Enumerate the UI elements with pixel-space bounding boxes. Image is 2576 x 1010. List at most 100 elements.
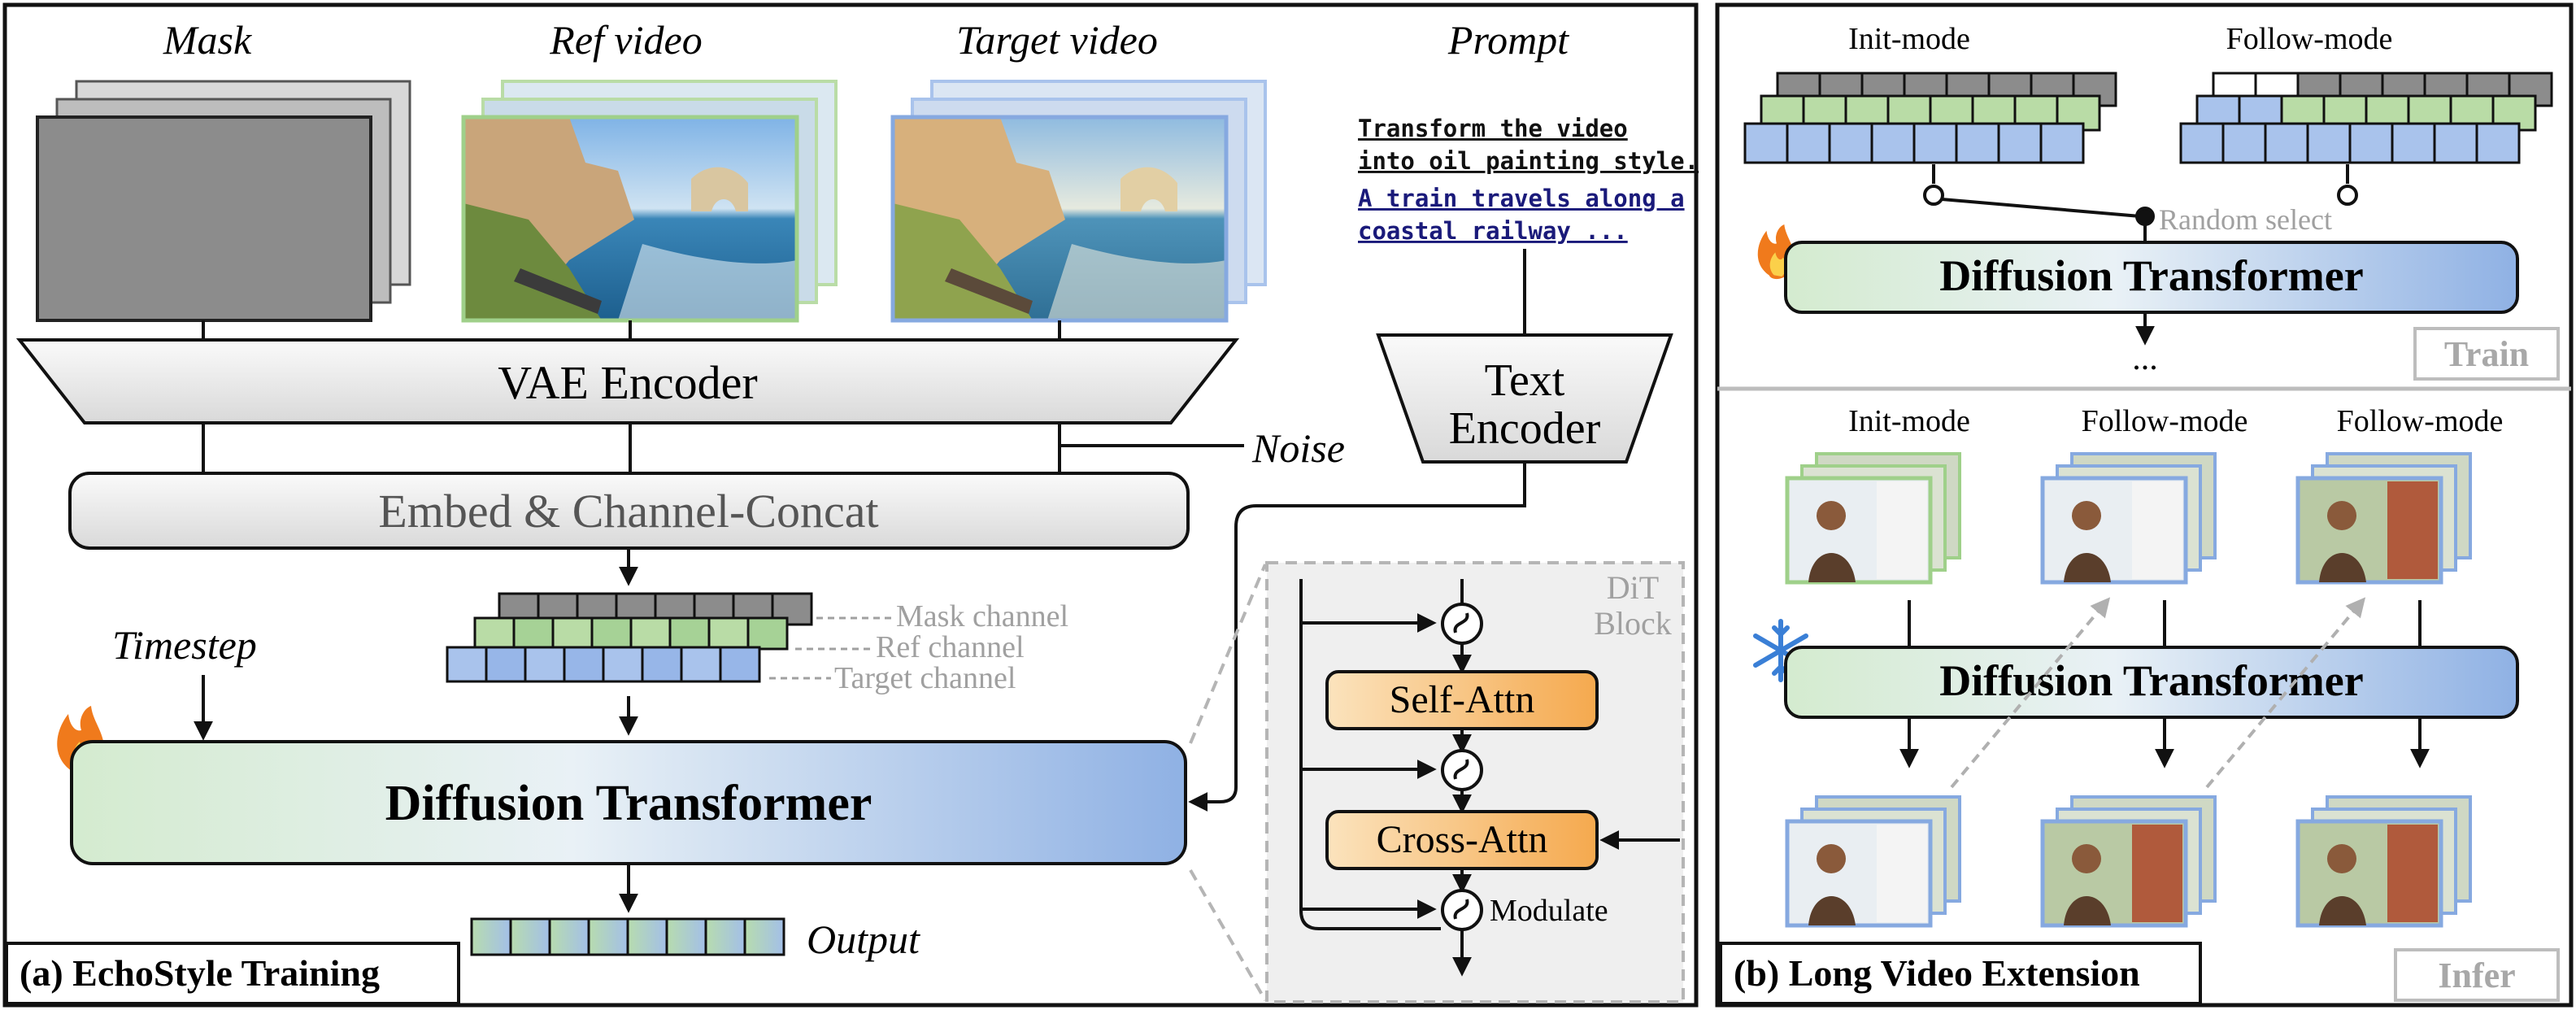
infer-input-frames-2-figure-body <box>2064 553 2111 582</box>
random-select-switch <box>1923 164 2358 241</box>
mask-label: Mask <box>163 17 252 63</box>
target-video-label: Target video <box>956 17 1158 63</box>
train-tag-box <box>2413 327 2560 381</box>
train-ellipsis: ... <box>2132 340 2158 377</box>
infer-output-frames-3-figure-head <box>2327 844 2356 873</box>
infer-input-frames-3-background <box>2387 481 2438 579</box>
infer-input-frames-3-figure-head <box>2327 501 2356 530</box>
ref-video-label: Ref video <box>549 17 702 63</box>
vae-to-embed-connectors <box>202 423 1244 473</box>
ref-video-image <box>463 117 797 320</box>
infer-input-frames-3 <box>2295 452 2472 585</box>
infer-diffusion-transformer-label: Diffusion Transformer <box>1939 656 2363 705</box>
infer-output-frames-2-background <box>2132 825 2182 922</box>
train-follow-target-token <box>2348 122 2394 164</box>
infer-input-frames-2-figure-head <box>2072 501 2101 530</box>
train-follow-target-token <box>2391 122 2436 164</box>
self-attn-box <box>1325 670 1599 730</box>
ref-channel-token <box>629 616 672 651</box>
output-token <box>587 917 629 956</box>
target-channel-token <box>563 646 605 683</box>
modulate-node-3 <box>1441 889 1483 931</box>
noise-label: Noise <box>1251 425 1345 471</box>
target-channel-token <box>485 646 527 683</box>
input-connectors <box>202 320 1061 340</box>
panel-b-caption-box <box>1719 942 2202 1005</box>
train-init-mode-label: Init-mode <box>1848 22 1970 56</box>
ref-channel-token <box>707 616 750 651</box>
output-token <box>626 917 668 956</box>
ref-channel-token <box>590 616 633 651</box>
infer-output-frames-2 <box>2040 795 2217 928</box>
train-follow-target-token <box>2264 122 2309 164</box>
train-follow-target-token <box>2221 122 2267 164</box>
dit-block-title-2: Block <box>1594 605 1672 642</box>
diffusion-transformer-a-label: Diffusion Transformer <box>385 776 872 831</box>
infer-input-frames-3-figure-body <box>2319 553 2366 582</box>
train-follow-target-token <box>2475 122 2521 164</box>
infer-input-frames-1-background <box>1877 481 1927 579</box>
target-channel-token <box>524 646 566 683</box>
modulate-label: Modulate <box>1490 894 1608 928</box>
infer-mode-label-3: Follow-mode <box>2337 404 2504 438</box>
train-follow-mode-label: Follow-mode <box>2226 22 2393 56</box>
infer-feedback-arrows <box>1950 597 2366 789</box>
panel-a-border <box>2 2 1699 1008</box>
output-token <box>665 917 707 956</box>
vae-encoder <box>15 338 1240 424</box>
ref-channel-token <box>551 616 594 651</box>
infer-input-frames-1-figure-head <box>1817 501 1846 530</box>
ref-video-frames <box>461 80 838 323</box>
infer-frame-stacks <box>1785 452 2472 928</box>
infer-output-frames-2-figure-body <box>2064 896 2111 925</box>
panel-a-caption-box <box>5 942 460 1005</box>
text-encoder-label-1: Text <box>1485 355 1565 406</box>
train-diffusion-transformer-label: Diffusion Transformer <box>1939 251 2363 300</box>
mask-frames <box>36 80 411 322</box>
timestep-label: Timestep <box>112 622 257 668</box>
infer-output-frames-1-background <box>1877 825 1927 922</box>
train-follow-target-token <box>2306 122 2352 164</box>
train-init-target-token <box>1870 122 1916 164</box>
channel-label-leaders <box>769 616 893 680</box>
train-init-target-token <box>1912 122 1958 164</box>
output-tokens <box>470 917 785 956</box>
target-channel-token <box>641 646 683 683</box>
train-init-target-token <box>1955 122 2000 164</box>
ref-channel-token <box>746 616 789 651</box>
infer-output-frames-2-figure-head <box>2072 844 2101 873</box>
infer-output-frames-1-figure-head <box>1817 844 1846 873</box>
embed-concat-label: Embed & Channel-Concat <box>378 485 878 538</box>
train-follow-target-token <box>2433 122 2478 164</box>
infer-output-frames-3 <box>2295 795 2472 928</box>
channel-token-stack <box>446 592 813 683</box>
train-token-stacks <box>1743 72 2553 164</box>
ref-channel-token <box>668 616 711 651</box>
infer-output-frames-1 <box>1785 795 1961 928</box>
text-encoder-to-dit-arrow <box>1188 462 1526 812</box>
mask-channel-label: Mask channel <box>896 599 1068 633</box>
target-video-image <box>893 117 1226 320</box>
infer-input-frames-2-background <box>2132 481 2182 579</box>
modulate-node-1 <box>1441 603 1483 645</box>
output-token <box>743 917 785 956</box>
output-label: Output <box>807 916 920 962</box>
self-attn-label: Self-Attn <box>1390 678 1535 721</box>
modulate-node-2 <box>1441 749 1483 791</box>
target-video-frames <box>890 80 1267 323</box>
prompt-line-2: into oil painting style. <box>1358 147 1699 175</box>
ref-channel-token <box>512 616 555 651</box>
cross-attn-label: Cross-Attn <box>1377 818 1548 861</box>
text-encoder <box>1376 333 1673 464</box>
infer-input-frames-2 <box>2040 452 2217 585</box>
prompt-line-3: A train travels along a <box>1358 185 1685 212</box>
train-diffusion-transformer <box>1784 241 2519 314</box>
train-init-target-token <box>1786 122 1831 164</box>
target-channel-token <box>680 646 722 683</box>
infer-output-frames-3-figure-body <box>2319 896 2366 925</box>
train-follow-target-token <box>2179 122 2225 164</box>
train-init-target-token <box>2039 122 2085 164</box>
infer-tag-box <box>2394 948 2560 1002</box>
infer-tag: Infer <box>2438 956 2515 995</box>
